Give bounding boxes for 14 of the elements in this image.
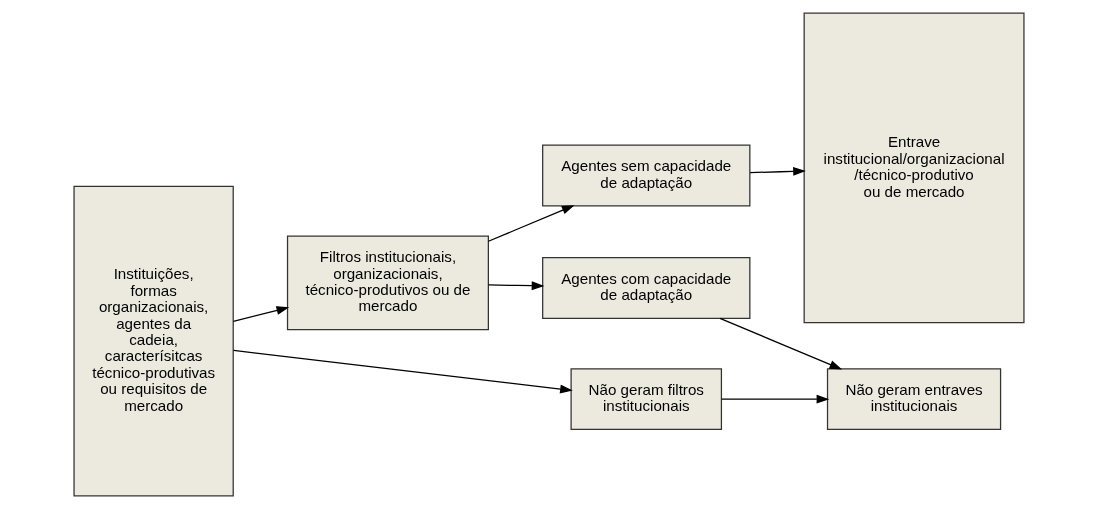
node-box: Agentes com capacidade de adaptação bbox=[541, 257, 750, 319]
node-box: Instituições, formas organizacionais, agentes da cadeia, caracterísitcas técnico-produtivas ou requisitos de mercado bbox=[72, 185, 234, 497]
arrow bbox=[720, 394, 829, 404]
arrow bbox=[232, 349, 573, 394]
node-box: Entrave institucional/organizacional /técnico-produtivo ou de mercado bbox=[803, 12, 1025, 324]
node-box: Filtros institucionais, organizacionais, técnico-produtivos ou de mercado bbox=[286, 235, 489, 331]
arrow bbox=[487, 205, 574, 242]
node-box: Não geram entraves institucionais bbox=[826, 368, 1001, 431]
arrow bbox=[718, 317, 842, 370]
node-box: Agentes sem capacidade de adaptação bbox=[541, 144, 750, 207]
arrow bbox=[748, 166, 806, 176]
arrow bbox=[487, 281, 544, 291]
node-box: Não geram filtros institucionais bbox=[570, 368, 722, 431]
arrow bbox=[232, 306, 289, 322]
